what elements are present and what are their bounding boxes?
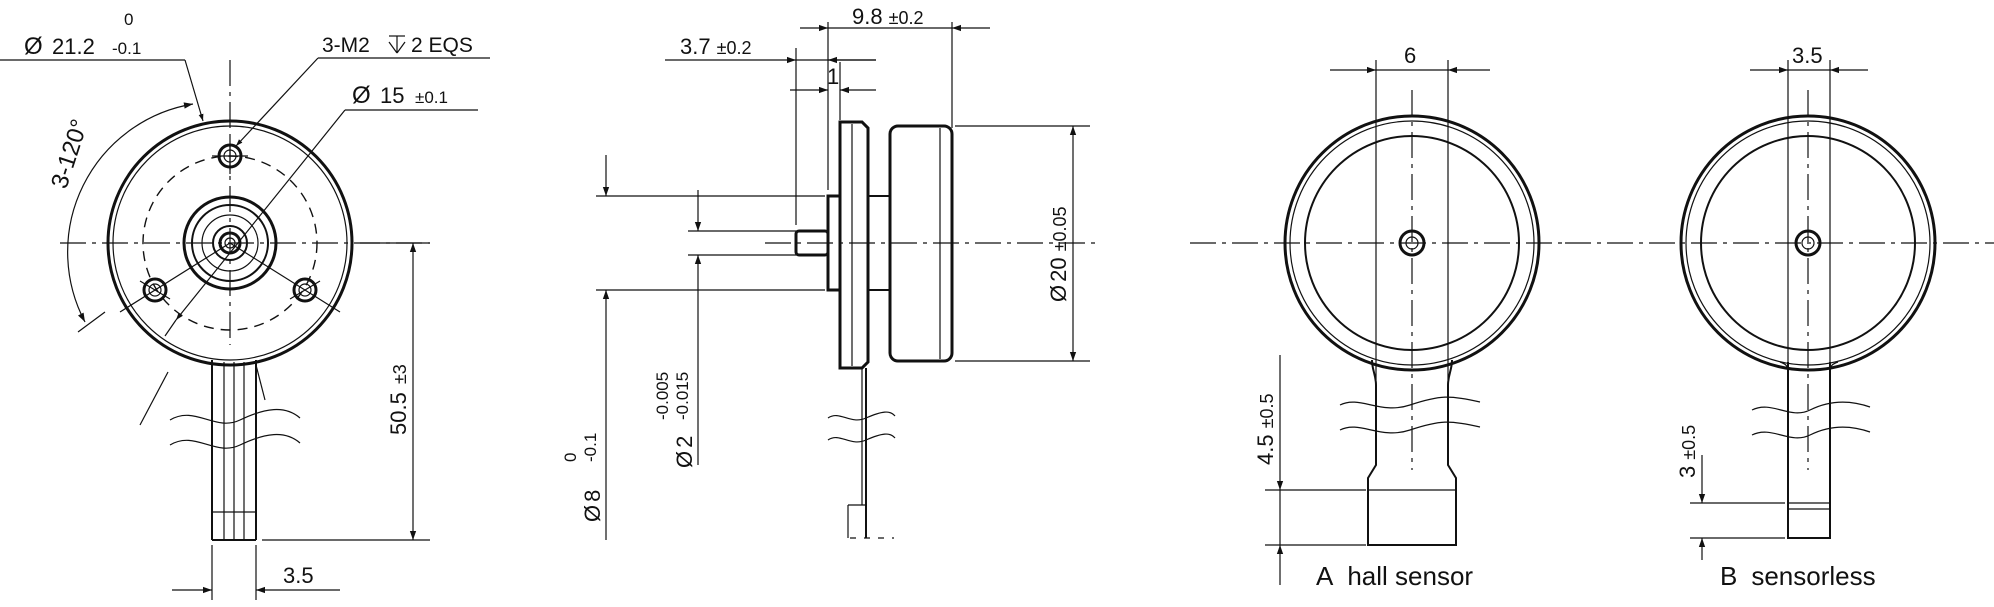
variant-b-inner-circle [1700,135,1916,351]
shaft-diameter-lower-tol: -0.015 [673,372,692,420]
variant-a-inner-circle [1304,135,1520,351]
bolt-circle-value: 15 [380,83,404,108]
dim-lead-length: 50.5±3 [262,242,430,541]
lead-length-value: 50.5±3 [386,364,411,435]
variant-a-outer-ring [1283,114,1541,372]
variant-a-shaft-inner [1405,236,1419,250]
dim-flange-thickness: 1 [790,62,876,120]
variant-b-tab-width-value: 3.5 [1792,43,1823,68]
front-view: Ø 21.2 0 -0.1 3-M2 2 EQS Ø 15 ±0.1 3-120… [0,10,490,600]
outer-diameter-symbol: Ø [24,33,43,60]
dim-cable-width: 3.5 [172,545,340,600]
variant-b-dim-tab-width: 3.5 [1750,43,1868,365]
variant-b-outer-ring [1679,114,1937,372]
shaft-length-value: 3.7±0.2 [680,34,752,59]
variant-b-outer-ring-2 [1685,120,1931,366]
variant-b-tab [1787,362,1831,539]
variant-a-dim-tab-width: 6 [1330,43,1490,380]
dim-bolt-circle: Ø 15 ±0.1 [164,82,478,337]
body-diameter-value: Ø20±0.05 [1046,206,1071,302]
outer-diameter-upper-tol: 0 [124,10,133,29]
variant-b-shaft [1794,229,1822,257]
cable-width-value: 3.5 [283,563,314,588]
radial-line-right [229,242,341,313]
flange-thickness-value: 1 [827,64,839,89]
bolt-circle-tol: ±0.1 [415,88,448,107]
shaft-diameter-upper-tol: -0.005 [653,372,672,420]
total-length-value: 9.8±0.2 [852,4,924,29]
mounting-hole-top [212,138,248,174]
variant-b-tab-length-value: 3±0.5 [1675,425,1700,478]
variant-a-tab-width-value: 6 [1404,43,1416,68]
bolt-circle-symbol: Ø [352,82,371,109]
outer-diameter-value: 21.2 [52,34,95,59]
dim-body-diameter: Ø20±0.05 [955,125,1090,362]
variant-a-tab [1367,359,1457,546]
side-flange [838,120,870,370]
variant-b-shaft-inner [1801,236,1815,250]
hub-diameter-upper-tol: 0 [561,453,580,462]
shaft-diameter-symbol-value: Ø2 [672,436,697,468]
variant-a-outer-ring-2 [1289,120,1535,366]
variant-a-shaft [1398,229,1426,257]
depth-symbol [388,35,406,54]
angle-label: 3-120° [46,116,94,192]
side-cable [827,368,896,539]
dim-shaft-length: 3.7±0.2 [665,34,876,225]
variant-a-dim-tab-length: 4.5±0.5 [1253,355,1366,585]
holes-depth: 2 EQS [411,34,473,57]
front-shaft-center [224,237,236,249]
dim-outer-diameter: Ø 21.2 0 -0.1 [0,10,266,426]
hub-diameter-lower-tol: -0.1 [581,433,600,462]
variant-b-dim-tab-length: 3±0.5 [1675,425,1785,560]
dim-total-length: 9.8±0.2 [800,4,990,190]
side-view: 9.8±0.2 3.7±0.2 1 Ø20±0.05 Ø2 -0.005 -0.… [561,4,1100,540]
variant-a-tab-length-value: 4.5±0.5 [1253,394,1278,466]
front-cable [169,360,301,541]
holes-prefix: 3-M2 [322,34,370,57]
dim-hub-diameter: Ø8 0 -0.1 [561,155,825,540]
front-shaft-outer [212,225,248,261]
front-hub-inner [201,214,259,272]
outer-diameter-lower-tol: -0.1 [112,39,141,58]
hub-diameter-symbol-value: Ø8 [580,490,605,522]
dim-mounting-holes: 3-M2 2 EQS [235,34,490,147]
